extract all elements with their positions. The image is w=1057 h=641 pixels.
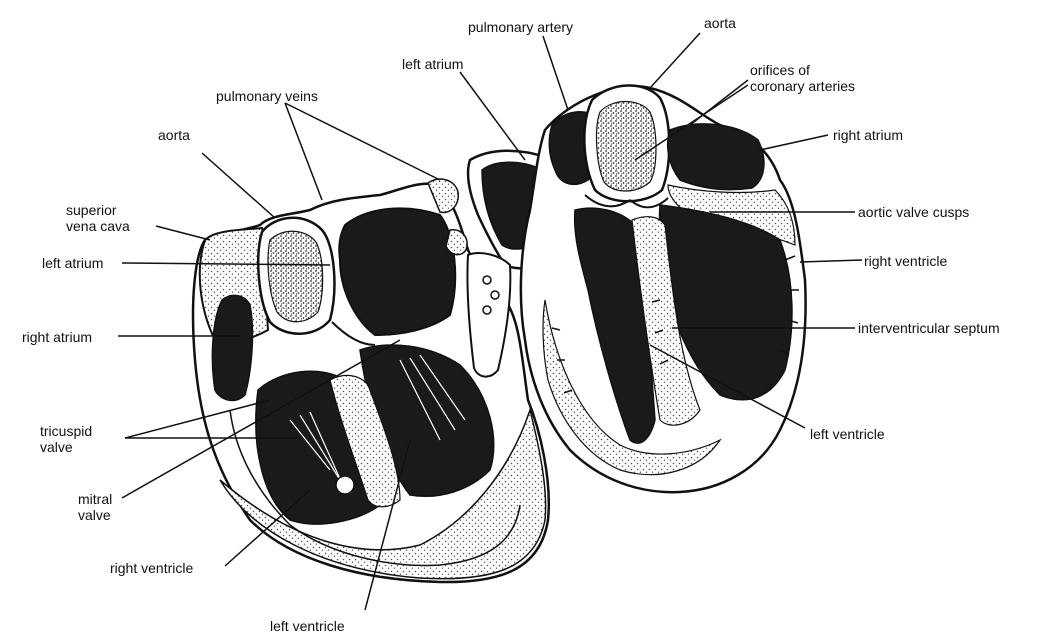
- label-right-ventricle-left: right ventricle: [110, 560, 194, 576]
- pulmonary-vein-stub-2: [445, 229, 468, 256]
- trabeculae: [551, 255, 799, 394]
- label-aortic-valve-cusps: aortic valve cusps: [858, 204, 970, 220]
- label-right-atrium-left: right atrium: [22, 329, 93, 345]
- vein-orifice-2: [490, 290, 500, 300]
- label-mitral-valve: mitral valve: [78, 491, 113, 523]
- atrial-septum-left: [331, 321, 376, 346]
- label-right-ventricle-right: right ventricle: [864, 253, 948, 269]
- left-atrium-chamber-left: [338, 207, 457, 337]
- label-left-atrium-top: left atrium: [402, 56, 464, 72]
- label-pulmonary-veins: pulmonary veins: [216, 88, 318, 104]
- vein-orifice-1: [482, 275, 492, 285]
- label-aorta-top: aorta: [704, 15, 736, 31]
- label-aorta-left: aorta: [158, 127, 190, 143]
- aortic-valve-cusps-shape: [584, 194, 669, 209]
- label-pulmonary-artery: pulmonary artery: [468, 19, 574, 35]
- label-interventricular-septum: interventricular septum: [858, 320, 1000, 336]
- septum-left: [329, 374, 401, 508]
- pulmonary-vein-stack: [466, 252, 512, 378]
- right-heart-section: [519, 84, 807, 494]
- left-heart-inner-lining: [229, 409, 521, 567]
- label-right-atrium-right: right atrium: [833, 127, 904, 143]
- label-superior-vena-cava: superior vena cava: [66, 202, 130, 234]
- right-lower-wall: [542, 299, 722, 476]
- aorta-lumen-right: [595, 100, 657, 192]
- leader-lines: [118, 32, 863, 611]
- right-atrium-chamber-right: [667, 123, 765, 191]
- aorta-lumen-left: [267, 230, 324, 323]
- label-left-atrium-left: left atrium: [42, 255, 104, 271]
- left-heart-section: [191, 178, 550, 584]
- septum-right: [631, 216, 701, 426]
- vein-orifice-3: [482, 305, 492, 315]
- label-orifices-coronary-arteries: orifices of coronary arteries: [750, 62, 856, 94]
- label-left-ventricle-bottom: left ventricle: [270, 618, 345, 634]
- right-atrium-chamber-left: [211, 294, 254, 402]
- valve-chordae-left: [289, 354, 466, 491]
- label-left-ventricle-right: left ventricle: [810, 426, 885, 442]
- left-heart-lower-wall: [219, 407, 547, 580]
- papillary-muscle: [335, 475, 355, 495]
- label-tricuspid-valve: tricuspid valve: [40, 423, 93, 455]
